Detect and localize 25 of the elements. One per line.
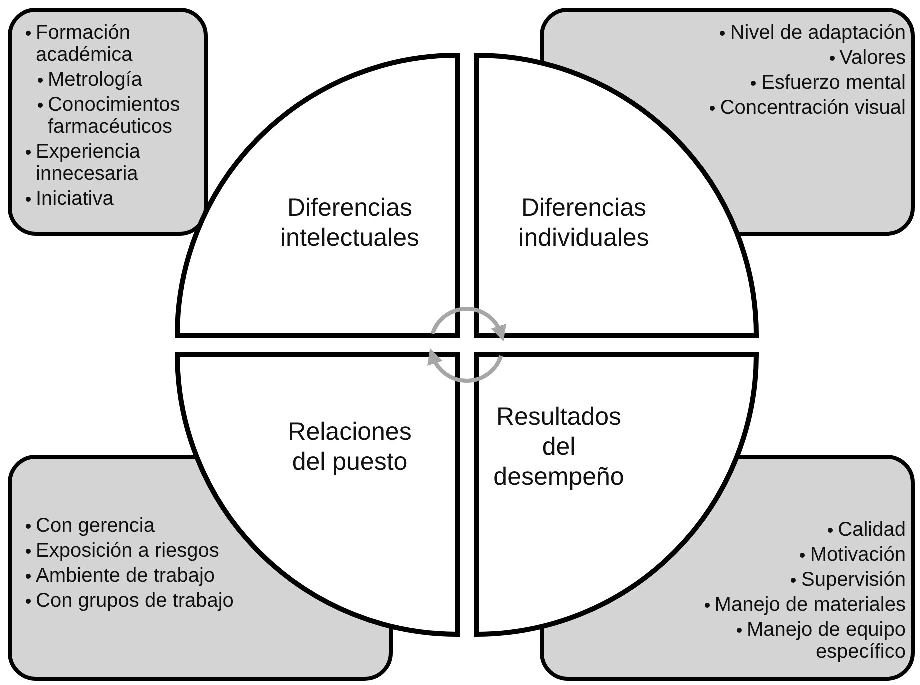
list-item-text: Con gerencia [36,515,155,537]
cycle-arrow [428,348,504,383]
quadrant-title: Diferencias individuales [518,193,650,253]
list-item-text: Con grupos de trabajo [36,590,234,612]
list-item-text: Metrología [48,69,142,91]
list-item-text: Calidad [838,519,906,541]
cycle-arrow [430,307,506,342]
list-item-text: Esfuerzo mental [761,72,906,94]
quadrant-title: Diferencias intelectuales [280,193,420,253]
list-item-text: Iniciativa [36,188,114,210]
list-item-text: Motivación [810,544,906,566]
list-item-text: Ambiente de trabajo [36,565,216,587]
list-item-text: Manejo de materiales [714,594,906,616]
list-item-text: Valores [840,47,906,69]
list-item-text: Concentración visual [720,97,906,119]
info-panel [8,8,208,236]
list-item-text: Nivel de adaptación [730,22,906,44]
list-item-text: Exposición a riesgos [36,540,220,562]
list-item-text: Supervisión [801,569,906,591]
list-item-text: Manejo de equipo específico [746,619,906,663]
list-item-text: Experiencia innecesaria [36,141,142,185]
list-item-text: Formación académica [36,22,134,66]
quadrant-title: Resultados del desempeño [492,402,626,492]
quadrant-title: Relaciones del puesto [287,417,413,477]
list-item-text: Conocimientos farmacéuticos [48,94,182,138]
